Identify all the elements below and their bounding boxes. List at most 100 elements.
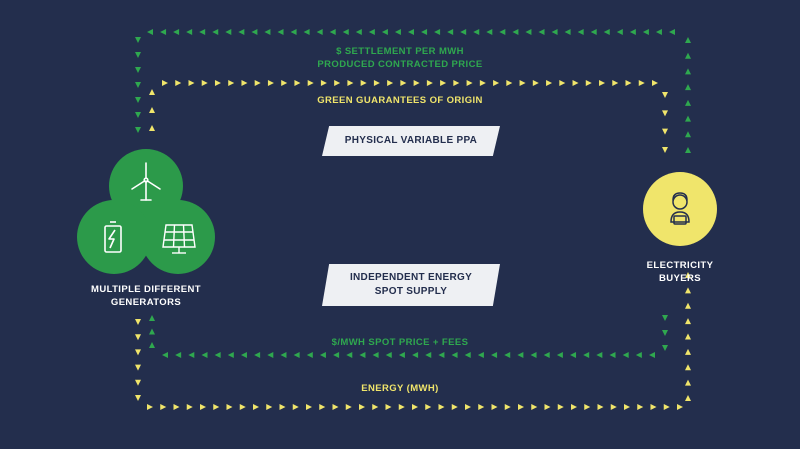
flow-arrow-head — [320, 80, 327, 86]
flow-arrow-head — [173, 404, 180, 410]
flow-arrow-head — [425, 352, 432, 358]
flow-arrow-head — [135, 82, 141, 88]
flow-arrow-head — [669, 29, 675, 35]
flow-arrow-head — [334, 80, 341, 86]
flow-arrow-head — [279, 404, 286, 410]
flow-arrow-head — [201, 352, 208, 358]
flow-arrow-head — [135, 67, 141, 73]
flow-arrow-head — [212, 29, 219, 35]
flow-arrow-head — [214, 80, 221, 86]
flow-arrow-head — [597, 404, 604, 410]
flow-arrow-head — [466, 80, 473, 86]
flow-arrow-head — [685, 395, 691, 401]
flow-arrow-head — [277, 29, 284, 35]
flow-arrow-head — [149, 89, 155, 95]
flow-arrow-head — [625, 80, 632, 86]
flow-arrow-head — [599, 80, 606, 86]
flow-arrow-head — [162, 80, 168, 86]
flow-arrow-head — [240, 352, 247, 358]
flow-arrow-head — [360, 80, 367, 86]
flow-arrow-head — [571, 404, 577, 410]
flow-arrow-head — [227, 352, 234, 358]
flow-arrow-head — [385, 352, 392, 358]
generators-label: MULTIPLE DIFFERENT GENERATORS — [70, 283, 222, 309]
flow-arrow-head — [421, 29, 428, 35]
flow-arrow-head — [426, 80, 433, 86]
flow-arrow-head — [663, 404, 670, 410]
flow-arrow-head — [637, 404, 644, 410]
flow-arrow-head — [135, 349, 141, 356]
flow-arrow-head — [135, 97, 141, 103]
flow-arrow-head — [512, 29, 519, 35]
flow-arrow-head — [464, 352, 471, 358]
flow-arrow-head — [213, 404, 220, 410]
flow-arrow-head — [499, 29, 506, 35]
flow-arrow-head — [655, 29, 662, 35]
flow-arrow-head — [685, 348, 691, 355]
flow-arrow-head — [135, 364, 141, 371]
buyers-node — [643, 172, 717, 246]
flow-arrow-head — [584, 404, 591, 410]
flow-arrow-head — [333, 352, 340, 358]
generators-line2: GENERATORS — [110, 297, 182, 308]
flow-arrow-head — [306, 404, 312, 410]
flow-arrow-head — [438, 352, 445, 358]
flow-arrow-head — [135, 112, 141, 118]
flow-arrow-head — [135, 52, 141, 58]
flow-arrow-head — [280, 352, 287, 358]
flow-arrow-head — [629, 29, 636, 35]
flow-arrow-head — [517, 352, 524, 358]
flow-arrow-head — [460, 29, 467, 35]
flow-arrow-head — [355, 29, 362, 35]
flow-arrow-head — [438, 404, 445, 410]
generators-line1: MULTIPLE DIFFERENT — [91, 284, 201, 295]
flow-arrow-head — [200, 404, 206, 410]
flow-arrow-head — [254, 352, 261, 358]
flow-arrow-head — [135, 319, 141, 325]
flow-arrow-head — [473, 29, 480, 35]
flow-arrow-head — [677, 404, 683, 410]
flow-arrow-head — [662, 330, 668, 336]
flow-arrow-head — [253, 404, 259, 410]
flow-arrow-head — [306, 352, 313, 358]
physical-ppa-banner: PHYSICAL VARIABLE PPA — [322, 126, 500, 156]
flow-arrow-head — [293, 352, 300, 358]
flow-arrow-head — [412, 352, 419, 358]
flow-arrow-head — [188, 352, 195, 358]
flow-arrow-head — [199, 29, 206, 35]
flow-arrow-head — [319, 352, 326, 358]
flow-arrow-head — [188, 80, 195, 86]
flow-arrow-head — [622, 352, 629, 358]
flow-arrow-head — [440, 80, 447, 86]
flow-arrow-head — [394, 29, 401, 35]
flow-arrow-head — [504, 352, 511, 358]
flow-arrow-head — [493, 80, 500, 86]
flow-arrow-head — [652, 80, 658, 86]
spot-supply-line1: INDEPENDENT ENERGY — [349, 272, 473, 283]
flow-arrow-head — [662, 92, 668, 98]
flow-arrow-head — [373, 80, 380, 86]
person-icon — [670, 192, 690, 225]
flow-arrow-head — [532, 80, 539, 86]
flow-arrow-head — [251, 29, 258, 35]
flow-arrow-head — [609, 352, 616, 358]
flow-arrow-head — [342, 29, 349, 35]
flow-arrow-head — [135, 395, 141, 401]
spot-supply-line2: SPOT SUPPLY — [374, 286, 448, 297]
flow-arrow-head — [612, 80, 619, 86]
flow-arrow-head — [175, 352, 182, 358]
flow-arrow-head — [685, 131, 691, 138]
flow-arrow-head — [267, 80, 274, 86]
flow-arrow-head — [596, 352, 603, 358]
flow-arrow-head — [173, 29, 180, 35]
flow-arrow-head — [400, 80, 407, 86]
flow-arrow-head — [479, 80, 486, 86]
flow-arrow-head — [149, 125, 155, 131]
solar-panel-icon — [162, 224, 196, 254]
flow-arrow-head — [616, 29, 623, 35]
flow-arrow-head — [281, 80, 288, 86]
flow-arrow-head — [329, 29, 336, 35]
flow-arrow-head — [504, 404, 511, 410]
flow-arrow-head — [685, 364, 691, 371]
